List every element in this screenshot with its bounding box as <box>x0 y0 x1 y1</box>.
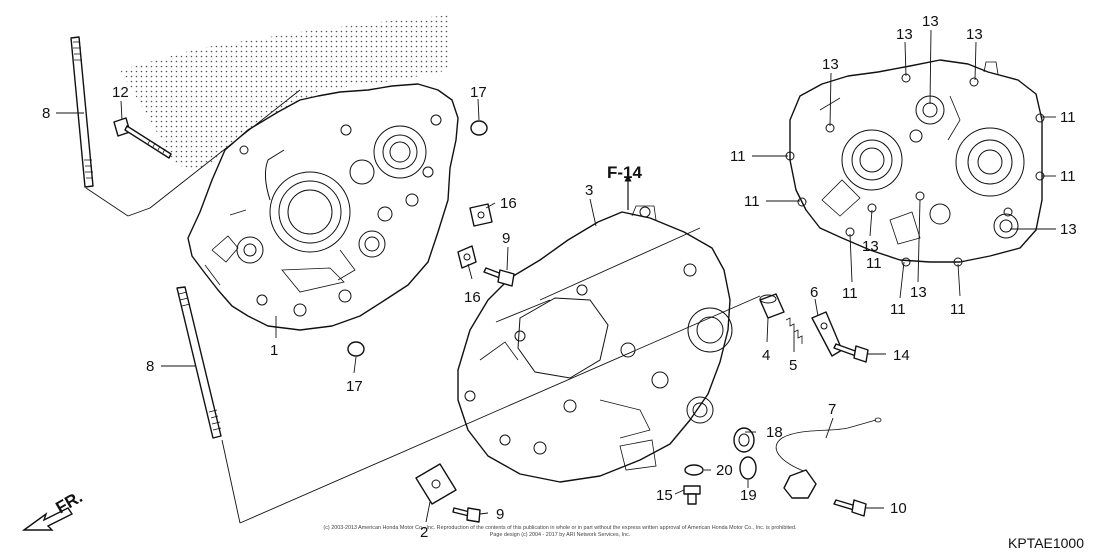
callout-6[interactable]: 6 <box>810 284 818 301</box>
callout-8-upper[interactable]: 8 <box>42 105 50 122</box>
callout-7[interactable]: 7 <box>828 401 836 418</box>
callout-2[interactable]: 2 <box>420 524 428 541</box>
callout-11-a[interactable]: 11 <box>730 148 746 165</box>
callout-13-g[interactable]: 13 <box>910 284 927 301</box>
oil-seal-18 <box>733 427 755 453</box>
left-crankcase <box>187 83 459 331</box>
dowel-pin-lower <box>347 341 365 357</box>
callout-13-a[interactable]: 13 <box>822 56 839 73</box>
shading-pattern <box>120 15 450 170</box>
callout-3[interactable]: 3 <box>585 182 593 199</box>
flange-bolt-10 <box>833 499 867 517</box>
dowel-pin-upper <box>470 120 488 136</box>
flange-bolt-14 <box>833 343 869 363</box>
callout-13-f[interactable]: 13 <box>862 238 879 255</box>
callout-11-b[interactable]: 11 <box>744 193 760 210</box>
callout-13-c[interactable]: 13 <box>922 13 939 30</box>
callout-11-f[interactable]: 11 <box>890 301 906 318</box>
callout-15[interactable]: 15 <box>656 487 673 504</box>
front-direction-arrow <box>21 507 74 531</box>
callout-11-d[interactable]: 11 <box>1060 168 1076 185</box>
callout-11-h[interactable]: 11 <box>866 255 882 272</box>
copyright-line-1: (c) 2003-2013 American Honda Motor Co., … <box>323 525 796 531</box>
callout-17-upper[interactable]: 17 <box>470 84 487 101</box>
callout-11-g[interactable]: 11 <box>950 301 966 318</box>
callout-10[interactable]: 10 <box>890 500 907 517</box>
callout-13-d[interactable]: 13 <box>966 26 983 43</box>
callout-11-e[interactable]: 11 <box>842 285 858 302</box>
neutral-switch-cable-7 <box>775 419 877 473</box>
stud-bolt-lower <box>176 286 222 439</box>
callout-13-e[interactable]: 13 <box>1060 221 1077 238</box>
flange-bolt-9-upper <box>483 267 515 287</box>
callout-11-c[interactable]: 11 <box>1060 109 1076 126</box>
copyright-line-2: Page design (c) 2004 - 2017 by ARI Netwo… <box>490 532 631 538</box>
callout-5[interactable]: 5 <box>789 357 797 374</box>
callout-9-upper[interactable]: 9 <box>502 230 510 247</box>
callout-8-lower[interactable]: 8 <box>146 358 154 375</box>
switch-cover <box>783 469 817 499</box>
callout-16-lower[interactable]: 16 <box>464 289 481 306</box>
callout-1[interactable]: 1 <box>270 342 278 359</box>
right-crankcase-inner-view <box>785 59 1045 267</box>
section-ref-label[interactable]: F-14 <box>607 163 643 182</box>
drawing-code: KPTAE1000 <box>1008 535 1084 551</box>
collar-4 <box>759 293 785 319</box>
callout-12[interactable]: 12 <box>112 84 129 101</box>
washer-20 <box>684 464 704 476</box>
stud-bolt-upper <box>70 36 94 188</box>
cable-clamp-plate <box>415 463 457 505</box>
drain-bolt-15 <box>683 485 701 505</box>
leader-lines <box>56 29 1056 524</box>
callout-19[interactable]: 19 <box>740 487 757 504</box>
setting-plate-lower <box>457 245 477 269</box>
callout-4[interactable]: 4 <box>762 347 770 364</box>
right-crankcase <box>457 205 733 483</box>
callout-17-lower[interactable]: 17 <box>346 378 363 395</box>
setting-plate-upper <box>469 203 493 227</box>
callout-18[interactable]: 18 <box>766 424 783 441</box>
callout-20[interactable]: 20 <box>716 462 733 479</box>
callout-16-upper[interactable]: 16 <box>500 195 517 212</box>
flange-bolt-12 <box>113 117 172 159</box>
o-ring-19 <box>739 456 757 480</box>
flange-bolt-9-lower <box>452 507 481 523</box>
callout-9-lower[interactable]: 9 <box>496 506 504 523</box>
callout-14[interactable]: 14 <box>893 347 910 364</box>
callout-13-b[interactable]: 13 <box>896 26 913 43</box>
